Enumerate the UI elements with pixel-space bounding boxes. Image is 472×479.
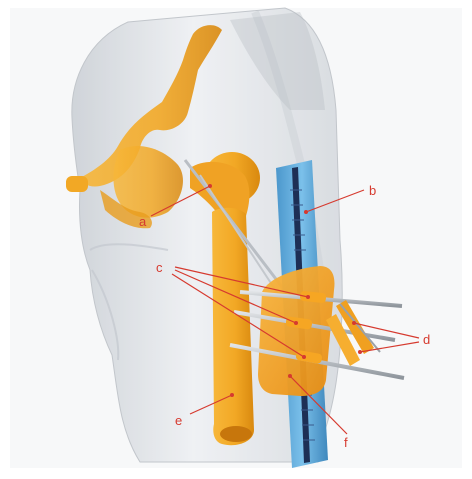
femur-end <box>220 426 252 442</box>
label-d: d <box>423 332 430 347</box>
label-c: c <box>156 260 163 275</box>
frame-plate-f <box>258 266 334 396</box>
label-a: a <box>139 214 147 229</box>
label-e: e <box>175 413 182 428</box>
left-pin-stub <box>66 176 88 192</box>
label-f: f <box>344 435 348 450</box>
label-b: b <box>369 183 376 198</box>
